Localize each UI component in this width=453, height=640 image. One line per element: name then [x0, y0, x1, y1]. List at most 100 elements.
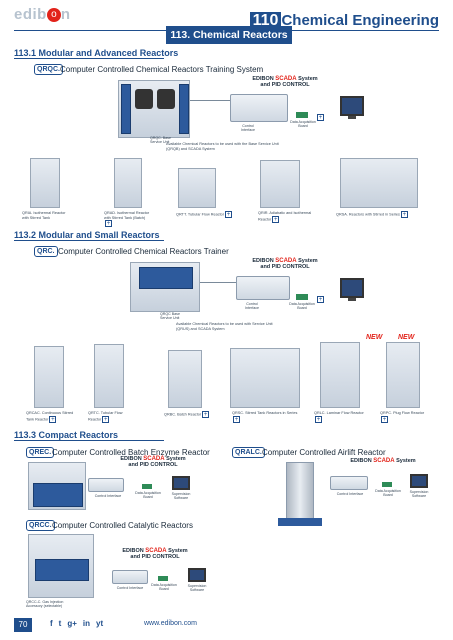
reactor-qria-image — [30, 158, 60, 208]
qralc-control-interface-image — [330, 476, 368, 490]
chapter-tab: 113. Chemical Reactors — [166, 26, 292, 44]
section2-code: QRC. — [34, 246, 58, 257]
qrbc-plus-icon[interactable]: + — [202, 411, 210, 418]
qralc-scada-title: EDIBON SCADA System — [350, 458, 416, 464]
reactor-qrtc-image — [94, 344, 124, 408]
new-badge-2: NEW — [398, 334, 415, 341]
reactor-qrad-label: QRAD. Isothermal Reactor with Stirred Ta… — [104, 211, 150, 228]
qrsc-plus-icon[interactable]: + — [233, 415, 240, 423]
qrec-daq-label: Data Acquisition Board — [135, 491, 161, 500]
reactor-qrcac-image — [34, 346, 64, 408]
section1-daq-plus-icon[interactable]: + — [317, 114, 324, 121]
new-badge-1: NEW — [366, 334, 383, 341]
facebook-icon[interactable]: f — [50, 619, 53, 628]
reactor-qrbc-label: QRBC. Batch Reactor+ — [164, 411, 210, 418]
reactor-qrtc-label: QRTC. Tubular Flow Reactor+ — [88, 411, 123, 423]
qralc-column-image — [286, 462, 314, 520]
reactor-qrtt-image — [178, 168, 216, 208]
qralc-subtitle: Computer Controlled Airlift Reactor — [262, 448, 386, 457]
section1-control-interface-image — [230, 94, 288, 122]
logo-text: edib — [14, 6, 47, 23]
reactor-qrtt-label: QRTT. Tubular Flow Reactor+ — [176, 211, 233, 218]
qrec-code: QREC. — [26, 447, 55, 458]
section1-monitor-stand — [348, 116, 356, 119]
reactor-qrcac-label: QRCAC. Continuous Stirred Tank Reactor+ — [26, 411, 74, 423]
google-plus-icon[interactable]: g+ — [67, 619, 77, 628]
qrcc-extra-label: QRCC-C. Gas Injection Accessory (selecta… — [26, 600, 64, 609]
section2-note: Available Chemical Reactors to be used w… — [176, 322, 273, 331]
reactor-qrlc-label: QRLC. Laminar Flow Reactor+ — [314, 411, 364, 423]
qrpc-plus-icon[interactable]: + — [381, 415, 388, 423]
reactor-qria-label: QRIA. Isothermal Reactor with Stirred Ta… — [22, 211, 66, 220]
qralc-monitor-icon — [410, 474, 428, 488]
qrec-unit-image — [28, 462, 86, 510]
linkedin-icon[interactable]: in — [82, 619, 91, 628]
qrcc-daq-label: Data Acquisition Board — [151, 583, 177, 592]
qrec-control-label: Control Interface — [94, 494, 122, 498]
section1-subtitle: Computer Controlled Chemical Reactors Tr… — [60, 65, 264, 74]
section1-cable — [190, 100, 230, 101]
qrtt-plus-icon[interactable]: + — [225, 211, 233, 218]
qrcc-monitor-icon — [188, 568, 206, 582]
qralc-software-label: Supervision Software — [409, 490, 429, 499]
section1-code: QRQC. — [34, 64, 63, 75]
section2-rule — [14, 240, 164, 241]
reactor-qrsc-image — [230, 348, 300, 408]
qrcc-subtitle: Computer Controlled Catalytic Reactors — [52, 521, 193, 530]
section2-monitor-stand — [348, 298, 356, 301]
qrcac-plus-icon[interactable]: + — [49, 415, 57, 423]
qrlc-plus-icon[interactable]: + — [315, 415, 322, 423]
qrec-software-label: Supervision Software — [171, 492, 191, 501]
logo-text-n: n — [60, 6, 71, 23]
section2-daq-label: Data Acquisition Board — [289, 302, 315, 311]
youtube-icon[interactable]: yt — [96, 619, 104, 628]
section2-scada-title: EDIBON SCADA System and PID CONTROL — [252, 258, 318, 270]
qrec-daq-board — [142, 484, 152, 489]
section2-subtitle: Computer Controlled Chemical Reactors Tr… — [58, 247, 229, 256]
qrcc-control-interface-image — [112, 570, 148, 584]
qralc-base-image — [278, 518, 322, 526]
section2-monitor-icon — [340, 278, 364, 298]
section1-base-label: QRQC. Base Service Unit — [150, 136, 171, 145]
section1-control-label: Control Interface — [241, 124, 255, 133]
qrcc-software-label: Supervision Software — [187, 584, 207, 593]
reactor-qrbc-image — [168, 350, 202, 408]
section1-daq-label: Data Acquisition Board — [290, 120, 316, 129]
reactor-qrpc-image — [386, 342, 420, 408]
qrcc-code: QRCC. — [26, 520, 55, 531]
qrad-plus-icon[interactable]: + — [105, 220, 112, 228]
qrcc-control-label: Control Interface — [116, 586, 144, 590]
section2-daq-board — [296, 294, 308, 300]
section1-scada-title: EDIBON SCADA System and PID CONTROL — [252, 76, 318, 88]
section2-control-interface-image — [236, 276, 290, 300]
section2-control-label: Control Interface — [245, 302, 259, 311]
footer-url[interactable]: www.edibon.com — [144, 620, 197, 627]
section3-rule — [14, 440, 164, 441]
section1-note: Available Chemical Reactors to be used w… — [166, 142, 279, 151]
qrtc-plus-icon[interactable]: + — [102, 415, 110, 423]
social-links: f t g+ in yt — [50, 619, 103, 628]
footer-page-number: 70 — [14, 618, 32, 632]
qralc-daq-board — [382, 482, 392, 487]
reactor-qrir-label: QRIR. Adiabatic and Isothermal Reactor+ — [258, 211, 312, 223]
qrec-monitor-icon — [172, 476, 190, 490]
section3-title: 113.3 Compact Reactors — [14, 430, 119, 440]
qrir-plus-icon[interactable]: + — [272, 215, 280, 223]
section2-title: 113.2 Modular and Small Reactors — [14, 230, 160, 240]
page-section-number: 110 — [249, 12, 282, 29]
section2-cable — [200, 282, 236, 283]
twitter-icon[interactable]: t — [58, 619, 62, 628]
reactor-qrsa-label: QRSA. Reactors with Stirred in Series+ — [336, 211, 408, 218]
qrec-scada-title: EDIBON SCADA System and PID CONTROL — [120, 456, 186, 468]
section2-daq-plus-icon[interactable]: + — [317, 296, 324, 303]
qrcc-scada-title: EDIBON SCADA System and PID CONTROL — [122, 548, 188, 560]
qrsa-plus-icon[interactable]: + — [400, 211, 408, 218]
section2-base-label: QRQC Base Service Unit — [160, 312, 180, 321]
reactor-qrir-image — [260, 160, 300, 208]
reactor-qrlc-image — [320, 342, 360, 408]
reactor-qrpc-label: QRPC. Plug Flow Reactor+ — [380, 411, 425, 423]
page-section-title: Chemical Engineering — [281, 12, 439, 29]
qrec-subtitle: Computer Controlled Batch Enzyme Reactor — [52, 448, 210, 457]
